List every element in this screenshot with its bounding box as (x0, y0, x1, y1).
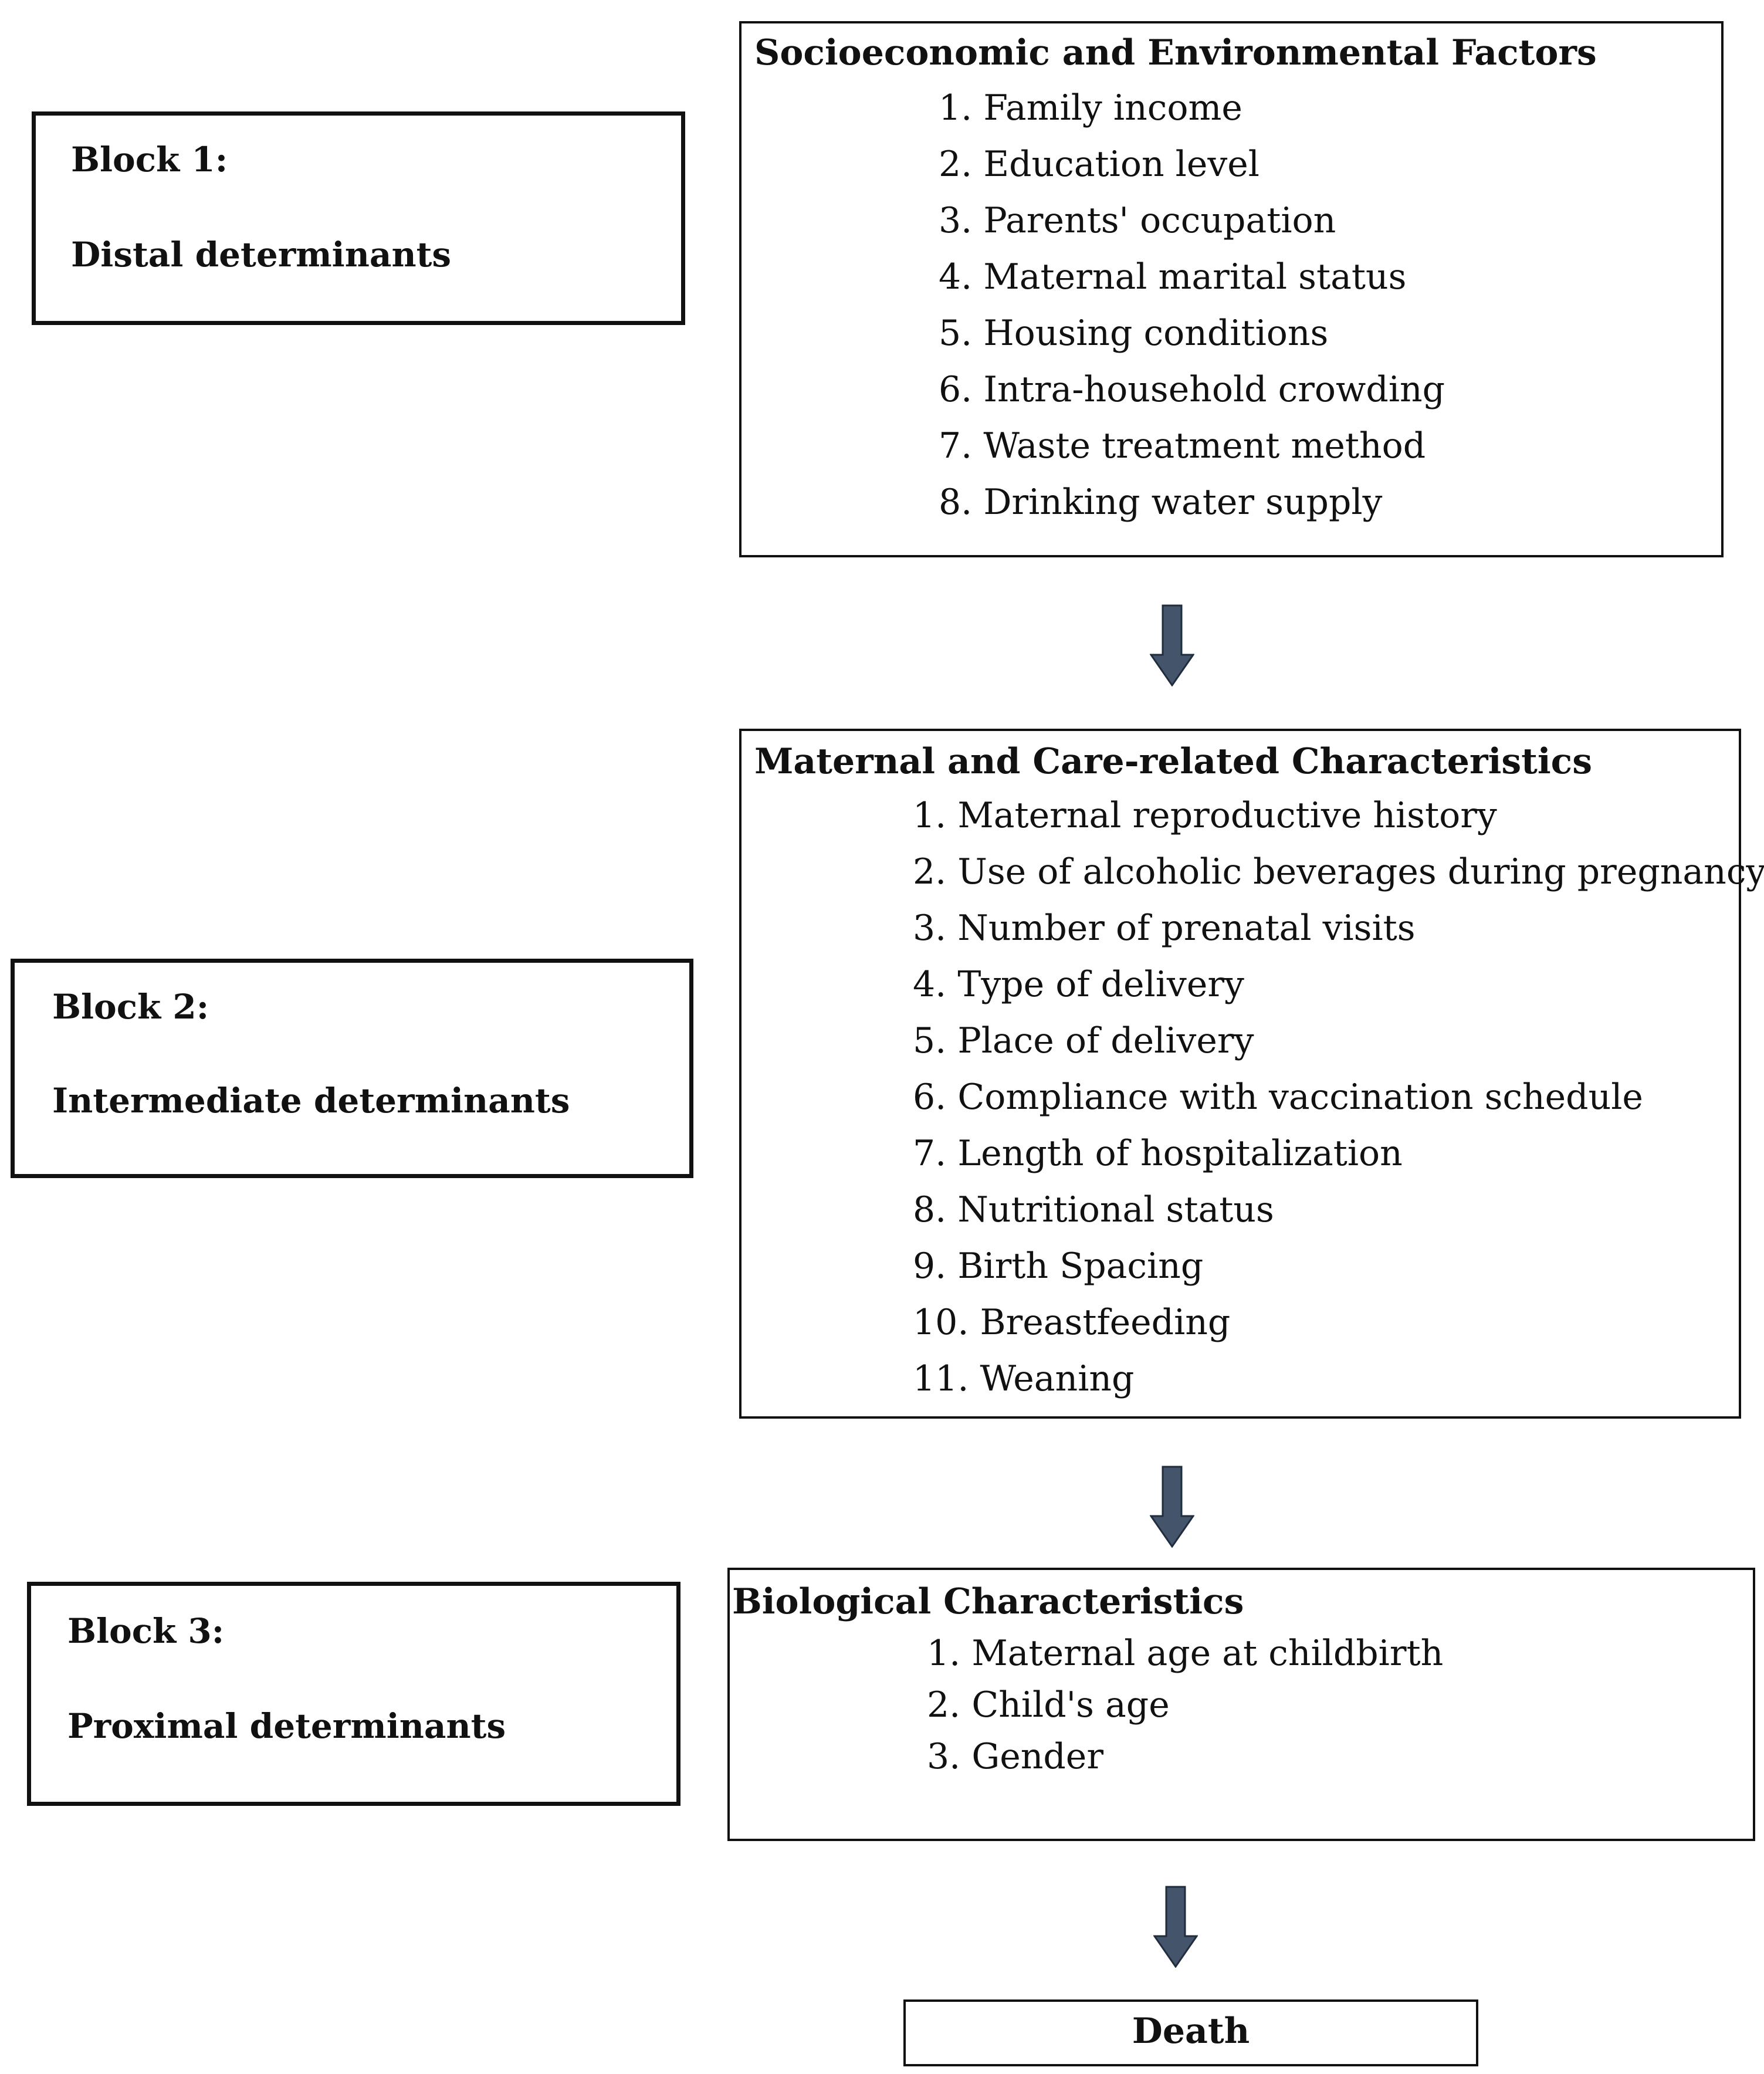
block-1-box: Block 1: Distal determinants (32, 111, 685, 325)
list-item: 3. Gender (927, 1736, 1103, 1777)
list-item: 9. Birth Spacing (913, 1246, 1204, 1287)
down-arrow-icon (1150, 1466, 1194, 1548)
list-item: 3. Number of prenatal visits (913, 908, 1416, 949)
block-2-box: Block 2: Intermediate determinants (11, 959, 693, 1178)
list-item: 6. Intra-household crowding (939, 369, 1445, 410)
list-item: 10. Breastfeeding (913, 1302, 1231, 1343)
maternal-care-characteristics-box: Maternal and Care-related Characteristic… (739, 729, 1764, 1419)
socioeconomic-environmental-factors-title: Socioeconomic and Environmental Factors (754, 32, 1597, 73)
list-item: 8. Nutritional status (913, 1189, 1274, 1230)
list-item: 4. Maternal marital status (939, 256, 1407, 297)
list-item: 7. Length of hospitalization (913, 1133, 1403, 1174)
death-outcome-box: Death (903, 1999, 1478, 2066)
list-item: 7. Waste treatment method (939, 425, 1426, 466)
block-2-subtitle: Intermediate determinants (52, 1081, 570, 1121)
down-arrow-icon (1153, 1886, 1198, 1968)
list-item: 2. Education level (939, 144, 1259, 185)
down-arrow-shape (1150, 604, 1194, 686)
maternal-care-characteristics-title: Maternal and Care-related Characteristic… (754, 741, 1592, 782)
down-arrow-shape (1150, 1466, 1194, 1548)
block-2-title: Block 2: (52, 987, 209, 1027)
list-item: 4. Type of delivery (913, 964, 1244, 1005)
block-3-box: Block 3: Proximal determinants (27, 1582, 680, 1806)
block-3-title: Block 3: (67, 1611, 225, 1651)
list-item: 11. Weaning (913, 1358, 1135, 1399)
down-arrow-shape (1153, 1886, 1198, 1968)
list-item: 2. Child's age (927, 1684, 1170, 1725)
socioeconomic-environmental-factors-box: Socioeconomic and Environmental Factors … (739, 21, 1724, 557)
list-item: 1. Family income (939, 87, 1242, 128)
list-item: 2. Use of alcoholic beverages during pre… (913, 851, 1764, 892)
block-1-title: Block 1: (71, 140, 228, 180)
death-label: Death (1132, 2011, 1250, 2052)
list-item: 8. Drinking water supply (939, 482, 1383, 523)
list-item: 6. Compliance with vaccination schedule (913, 1077, 1643, 1118)
block-3-subtitle: Proximal determinants (67, 1706, 506, 1746)
block-1-subtitle: Distal determinants (71, 235, 452, 275)
biological-characteristics-title: Biological Characteristics (732, 1581, 1244, 1622)
list-item: 3. Parents' occupation (939, 200, 1336, 241)
list-item: 1. Maternal age at childbirth (927, 1633, 1444, 1674)
biological-characteristics-box: Biological Characteristics 1. Maternal a… (727, 1568, 1755, 1841)
list-item: 1. Maternal reproductive history (913, 795, 1497, 836)
list-item: 5. Housing conditions (939, 313, 1329, 354)
down-arrow-icon (1150, 604, 1194, 686)
list-item: 5. Place of delivery (913, 1020, 1254, 1061)
